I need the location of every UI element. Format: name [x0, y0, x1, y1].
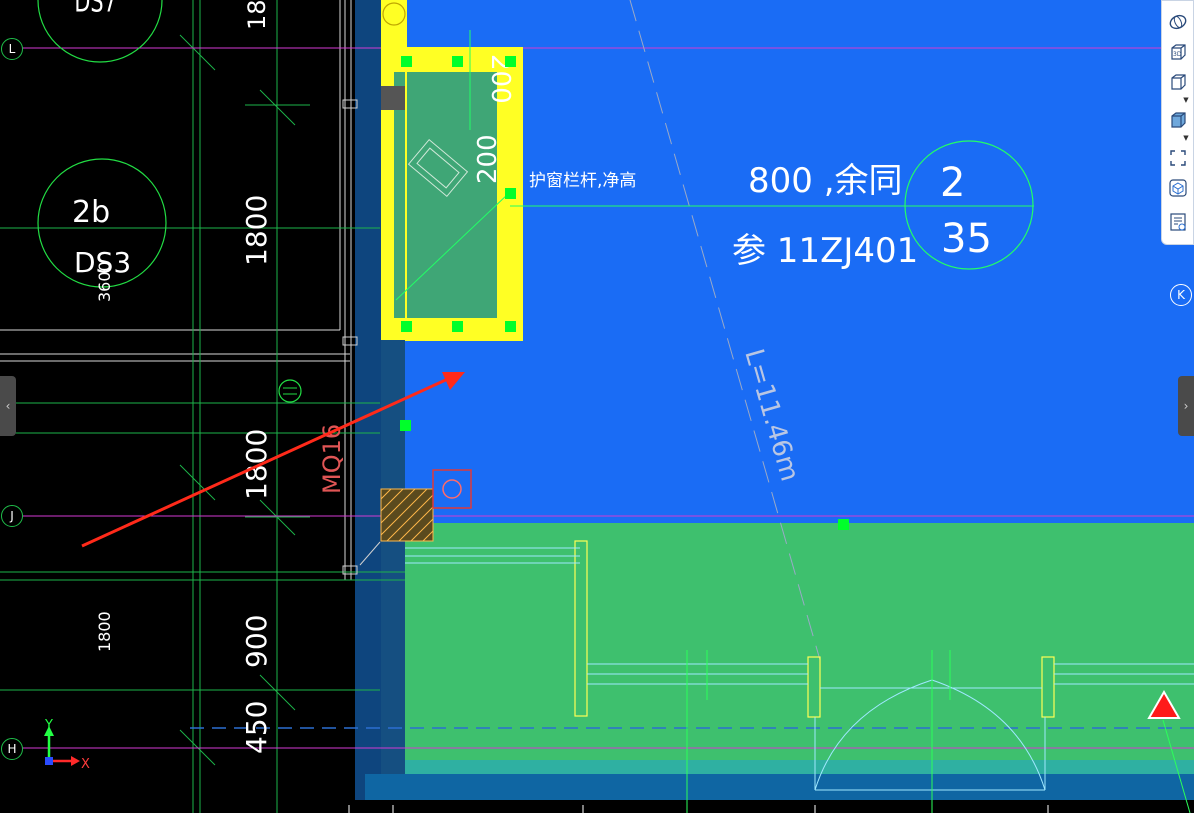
width-3600: 3600	[95, 261, 114, 302]
dim-450: 450	[240, 701, 273, 754]
box-filled-icon[interactable]	[1167, 109, 1189, 131]
left-panel-lines	[0, 0, 352, 580]
length-dim-line	[629, 0, 821, 661]
axis-bubble-l[interactable]: L	[1, 38, 23, 60]
green-guide-lines	[0, 0, 405, 813]
ruler-ticks	[348, 805, 1049, 813]
note-reference: 参 11ZJ401	[732, 231, 918, 271]
small-symbol-circle	[278, 379, 302, 403]
width-1800: 1800	[95, 611, 114, 652]
wall-strip-bottom	[365, 774, 1194, 800]
detail-page: 35	[941, 216, 992, 262]
north-marker[interactable]	[1147, 689, 1181, 719]
dim-900: 900	[240, 615, 273, 668]
dim-180-top: 180	[243, 0, 271, 30]
cyan-fixtures	[405, 547, 1194, 791]
view-toolbar: 3D ▼ ▼	[1161, 0, 1194, 245]
floor-edge	[405, 760, 1194, 774]
tag-circle-top[interactable]	[37, 0, 163, 63]
chevron-down-icon[interactable]: ▼	[1183, 96, 1189, 104]
property-panel-icon[interactable]	[1167, 211, 1189, 233]
window-code-mq16: MQ16	[318, 424, 346, 494]
axis-bubble-j[interactable]: J	[1, 505, 23, 527]
right-panel-toggle[interactable]: ›	[1178, 376, 1194, 436]
axis-bubble-k[interactable]: K	[1170, 284, 1192, 306]
blue-region[interactable]	[405, 0, 1194, 523]
tag-ds3: DS3	[74, 246, 131, 279]
detail-number: 2	[940, 160, 965, 206]
dim-1800-a: 1800	[240, 195, 273, 266]
door-posts	[574, 540, 1055, 718]
red-arrow	[81, 372, 465, 548]
green-region[interactable]	[405, 523, 1194, 785]
detail-circle[interactable]	[904, 140, 1034, 270]
wall-details	[342, 99, 381, 575]
green-verticals	[686, 650, 1191, 813]
note-800: 800 ,余同	[748, 161, 903, 201]
axis-lines	[22, 47, 1194, 749]
ucs-icon: X Y	[44, 718, 90, 772]
svg-text:Y: Y	[44, 718, 53, 733]
pick-circle	[442, 479, 462, 499]
selected-window-frame[interactable]	[381, 0, 523, 341]
sphere-icon[interactable]	[1167, 11, 1189, 33]
svg-text:3D: 3D	[1173, 51, 1182, 58]
pick-box[interactable]	[432, 469, 472, 509]
fit-view-icon[interactable]	[1167, 147, 1189, 169]
tick-marks	[179, 34, 310, 766]
note-railing: 护窗栏杆,净高	[529, 171, 636, 191]
wall-strip-left	[355, 0, 381, 800]
tag-2b: 2b	[72, 195, 110, 230]
tag-circle-mid[interactable]	[37, 158, 167, 288]
window-dim-bottom: 200	[473, 134, 503, 184]
code-ds7: DS7	[74, 0, 116, 20]
chevron-down-icon[interactable]: ▼	[1183, 134, 1189, 142]
hatched-column	[380, 488, 434, 542]
left-panel-toggle[interactable]: ‹	[0, 376, 16, 436]
cube-settings-icon[interactable]	[1167, 177, 1189, 199]
box-outline-icon[interactable]	[1167, 71, 1189, 93]
axis-bubble-h[interactable]: H	[1, 738, 23, 760]
3d-view-icon[interactable]: 3D	[1167, 41, 1189, 63]
svg-text:X: X	[81, 757, 90, 772]
dim-1800-b: 1800	[240, 429, 273, 500]
